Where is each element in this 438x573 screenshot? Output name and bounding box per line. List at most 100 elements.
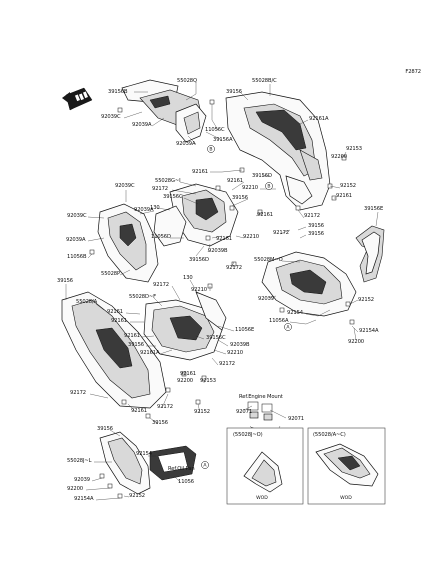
upper-cowl-part <box>225 91 331 211</box>
part-label-l04: 55028B/C <box>252 78 277 84</box>
part-label-l44: 39156 <box>57 278 73 284</box>
reference-mark-b-0: B <box>207 145 215 153</box>
right-lower-cowl-part <box>261 251 357 317</box>
inset-right: (55028/A~C) WOD <box>307 427 386 505</box>
part-label-l59: 92200 <box>348 339 364 345</box>
leader-lines <box>65 82 379 501</box>
part-label-l41: 11056B <box>67 254 87 260</box>
part-label-l81: Ref.Oil Pan <box>168 466 195 472</box>
part-label-l24: 130 <box>150 205 160 211</box>
part-label-l26: 92161 <box>257 212 273 218</box>
part-label-l78: 92200 <box>67 486 83 492</box>
part-label-l43: 130 <box>183 275 193 281</box>
side-duct-part <box>355 225 385 283</box>
left-lower-cowl-part <box>61 291 167 409</box>
part-label-l48: 55028D~F <box>129 294 156 300</box>
reference-mark-letter: B <box>209 147 212 153</box>
inset-left-title: (55028J~O) <box>233 432 263 438</box>
part-label-l35: 92039B <box>208 248 228 254</box>
middle-lower-panel-part <box>143 291 227 361</box>
part-label-l71: 92161 <box>131 408 147 414</box>
part-label-l83: 92071 <box>236 409 252 415</box>
part-label-l49: 92039 <box>258 296 274 302</box>
part-label-l55: 11056E <box>235 327 254 333</box>
reference-mark-letter: A <box>203 463 207 469</box>
part-label-l05: 92039C <box>101 114 121 120</box>
reference-mark-letter: A <box>286 325 290 331</box>
part-label-l22: 39156 <box>232 195 248 201</box>
part-label-l27: 92172 <box>304 213 320 219</box>
part-label-l54: 11056A <box>269 318 289 324</box>
part-label-l14: 39156D <box>252 173 272 179</box>
part-label-l47: 55028/A <box>76 299 98 305</box>
reference-mark-a-2: A <box>284 323 292 331</box>
reference-mark-b-1: B <box>265 182 273 190</box>
part-label-l80: 92152 <box>129 493 145 499</box>
part-label-l60: 39156 <box>128 342 144 348</box>
part-label-l01: 39156B <box>108 89 128 95</box>
part-label-l37: 92039A <box>66 237 86 243</box>
part-label-l51: 92161 <box>107 309 123 315</box>
part-label-l62: 92161A <box>140 350 160 356</box>
part-label-l06: 92039A <box>132 122 152 128</box>
part-label-l73: 39156 <box>97 426 113 432</box>
part-label-l68: 92172 <box>70 390 86 396</box>
reference-marks: B B A A <box>201 145 292 469</box>
part-label-l38: 39156D <box>189 257 209 263</box>
part-label-l72: 39156 <box>152 420 168 426</box>
left-side-panel-part <box>97 203 159 283</box>
part-label-l17: 92172 <box>152 186 168 192</box>
part-label-l23: 92161 <box>336 193 352 199</box>
oil-pan-bracket-part <box>149 445 197 481</box>
part-label-l45: 92172 <box>153 282 169 288</box>
part-label-l30: 11056D <box>151 234 171 240</box>
part-label-l66: 92200 <box>177 378 193 384</box>
part-label-l64: 92172 <box>219 361 235 367</box>
part-label-l33: 39156 <box>308 223 324 229</box>
reference-mark-a-3: A <box>201 461 209 469</box>
part-label-l34: 92210 <box>243 234 259 240</box>
part-label-l13: 92161 <box>192 169 208 175</box>
part-label-l11: 92153 <box>346 146 362 152</box>
part-label-l28: 39156E <box>364 206 383 212</box>
part-label-l61: 92039B <box>230 342 250 348</box>
part-label-l10: 92161A <box>309 116 329 122</box>
part-label-l36: 39156 <box>308 231 324 237</box>
reference-mark-letter: B <box>267 184 270 190</box>
part-label-l46: 92210 <box>191 287 207 293</box>
inner-panel-part <box>153 183 239 247</box>
part-label-l03: 39156 <box>226 89 242 95</box>
part-label-l31: 92161 <box>216 236 232 242</box>
part-label-l70: 92152 <box>194 409 210 415</box>
part-label-l07: 92039A <box>176 141 196 147</box>
part-label-l84: 92071 <box>288 416 304 422</box>
part-label-l21: 39156C <box>163 194 183 200</box>
inset-left: (55028J~O) WOD <box>226 427 304 505</box>
part-label-l19: 92152 <box>340 183 356 189</box>
part-label-l09: 39156A <box>213 137 233 143</box>
upper-duct-part <box>121 79 207 143</box>
part-label-l08: 11056C <box>205 127 225 133</box>
part-label-l32: 92172 <box>273 230 289 236</box>
part-label-l63: 92210 <box>227 350 243 356</box>
figure-code: F2872 <box>405 69 421 75</box>
part-label-l12: 92200 <box>331 154 347 160</box>
part-label-l65: 92161 <box>180 371 196 377</box>
part-label-l82: Ref.Engine Mount <box>239 394 283 400</box>
part-label-l50: 92152 <box>358 297 374 303</box>
part-label-l20: 92039C <box>115 183 135 189</box>
part-label-l02: 55028Q <box>177 78 197 84</box>
callout-labels: 39156B55028Q3915655028B/C92039C92039A920… <box>57 78 383 502</box>
belly-panel-part <box>99 431 151 495</box>
part-label-l76: 11056 <box>178 479 194 485</box>
part-label-l74: 55028J~L <box>67 458 92 464</box>
part-label-l39: 92172 <box>226 265 242 271</box>
part-label-l29: 92039C <box>67 213 87 219</box>
part-label-l75: 92154 <box>136 451 153 457</box>
inset-right-title: (55028/A~C) <box>313 432 346 438</box>
part-label-l79: 92154A <box>74 496 94 502</box>
part-label-l69: 92172 <box>157 404 173 410</box>
part-label-l52: 92154 <box>287 310 304 316</box>
part-label-l16: 92161 <box>227 178 243 184</box>
